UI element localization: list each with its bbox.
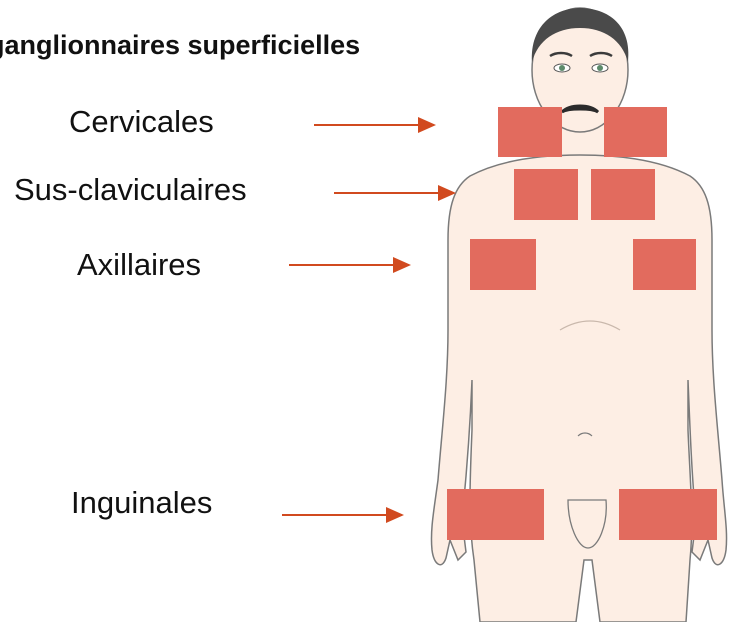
node-box-supraclavicular-left — [514, 169, 578, 220]
node-box-inguinal-right — [619, 489, 717, 540]
node-box-cervical-left — [498, 107, 562, 157]
node-box-cervical-right — [604, 107, 667, 157]
node-box-inguinal-left — [447, 489, 544, 540]
node-box-axillary-right — [633, 239, 696, 290]
node-box-axillary-left — [470, 239, 536, 290]
node-box-supraclavicular-right — [591, 169, 655, 220]
